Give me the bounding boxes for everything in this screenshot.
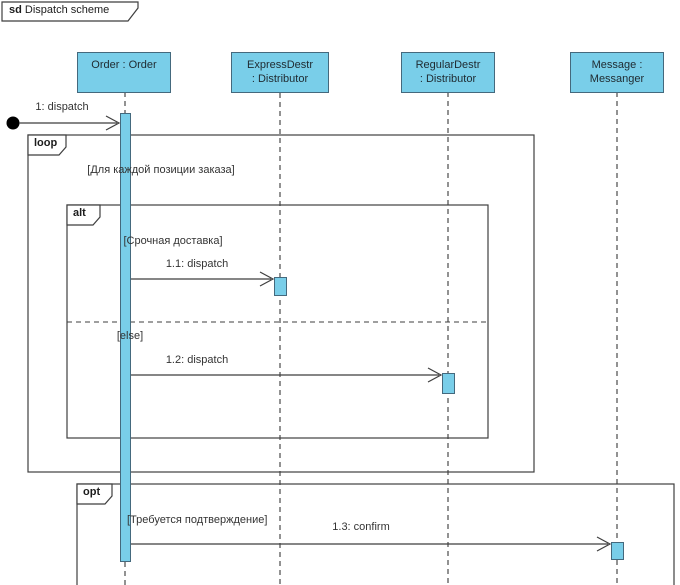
opt-guard-label: [Требуется подтверждение]: [127, 514, 268, 526]
opt-operator-pentagon: [76, 483, 113, 505]
frame-keyword: sd: [9, 4, 22, 16]
open-arrowhead-icon: [259, 271, 275, 287]
activation-bar-regulardestr: [441, 373, 455, 394]
message-label-dispatch-1: 1: dispatch: [35, 101, 89, 113]
lifeline-name: : Distributor: [419, 73, 477, 85]
alt-guard-else-label: [else]: [116, 330, 144, 342]
lifeline-head-order: Order : Order: [77, 52, 171, 93]
frame-title-label: Dispatch scheme: [24, 4, 110, 16]
lifeline-name: RegularDestr: [415, 59, 481, 71]
loop-guard-label: [Для каждой позиции заказа]: [87, 164, 235, 176]
loop-operator-pentagon: [27, 134, 67, 156]
opt-operator-label: opt: [83, 486, 101, 498]
activation-bar-order: [119, 113, 131, 562]
lifeline-name: ExpressDestr: [246, 59, 314, 71]
frame-title-tab: [1, 1, 139, 22]
alt-operator-label: alt: [73, 207, 86, 219]
lifeline-head-message: Message : Messanger: [570, 52, 664, 93]
lifeline-head-regulardestr: RegularDestr : Distributor: [401, 52, 495, 93]
lifeline-name: Message :: [591, 59, 643, 71]
activation-bar-expressdestr: [273, 277, 287, 296]
loop-operator-label: loop: [34, 137, 58, 149]
lifeline-head-expressdestr: ExpressDestr : Distributor: [231, 52, 329, 93]
message-label-dispatch-1-1: 1.1: dispatch: [165, 258, 229, 270]
diagram-title: sd Dispatch scheme: [9, 4, 109, 17]
opt-fragment-border: [76, 483, 675, 585]
found-message-endpoint: [6, 116, 20, 130]
lifeline-name: Messanger: [589, 73, 645, 85]
lifeline-name: : Distributor: [251, 73, 309, 85]
alt-operator-pentagon: [66, 204, 101, 226]
open-arrowhead-icon: [427, 367, 443, 383]
activation-bar-message: [610, 542, 624, 560]
lifeline-name: Order : Order: [91, 59, 157, 71]
message-label-dispatch-1-2: 1.2: dispatch: [165, 354, 229, 366]
alt-guard-if-label: [Срочная доставка]: [123, 235, 223, 247]
open-arrowhead-icon: [105, 115, 121, 131]
open-arrowhead-icon: [596, 536, 612, 552]
loop-fragment-border: [27, 134, 535, 473]
message-label-confirm-1-3: 1.3: confirm: [332, 521, 390, 533]
